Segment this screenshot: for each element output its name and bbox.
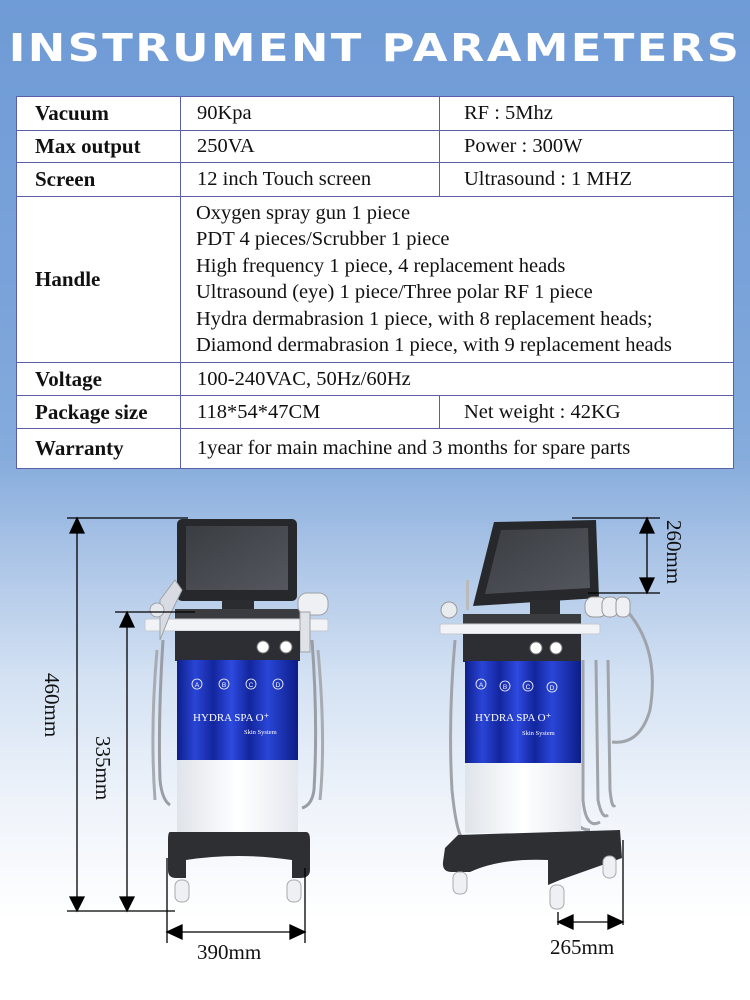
front-dimension-lines [67,516,307,943]
side-machine-illustration: A B C D HYDRA SPA O⁺ Skin System [439,520,654,910]
value-screen: 12 inch Touch screen [180,162,440,197]
side-panel-subtitle: Skin System [522,730,555,737]
front-height-total-label: 460mm [40,673,64,738]
front-machine-illustration: A B C D HYDRA SPA O⁺ Skin System [144,519,329,903]
table-row-screen: Screen 12 inch Touch screen Ultrasound :… [16,162,734,197]
label-vacuum: Vacuum [16,96,181,131]
value-power: Power : 300W [439,130,734,163]
value-voltage: 100-240VAC, 50Hz/60Hz [180,362,734,396]
handle-line: PDT 4 pieces/Scrubber 1 piece [196,228,450,250]
panel-button-b: B [222,682,226,689]
panel-button-a: A [195,682,200,689]
label-screen: Screen [16,162,181,197]
front-width-label: 390mm [197,940,262,964]
side-panel-button-a: A [479,682,484,689]
value-ultrasound: Ultrasound : 1 MHZ [439,162,734,197]
table-row-handle: Handle Oxygen spray gun 1 piece PDT 4 pi… [16,196,734,363]
panel-brand: HYDRA SPA O⁺ [193,712,270,724]
value-handle: Oxygen spray gun 1 piece PDT 4 pieces/Sc… [180,196,734,363]
table-row-warranty: Warranty 1year for main machine and 3 mo… [16,428,734,469]
handle-line: Oxygen spray gun 1 piece [196,201,411,224]
label-handle: Handle [16,196,181,363]
table-row-voltage: Voltage 100-240VAC, 50Hz/60Hz [16,362,734,396]
side-panel-brand: HYDRA SPA O⁺ [475,712,552,724]
table-row-vacuum: Vacuum 90Kpa RF : 5Mhz [16,96,734,131]
panel-subtitle: Skin System [244,729,277,736]
label-package-size: Package size [16,395,181,429]
handle-line: Diamond dermabrasion 1 piece, with 9 rep… [196,334,672,356]
handle-line: Ultrasound (eye) 1 piece/Three polar RF … [196,281,593,303]
handle-line: High frequency 1 piece, 4 replacement he… [196,254,566,277]
label-voltage: Voltage [16,362,181,396]
side-dimension-lines [556,516,660,931]
label-warranty: Warranty [16,428,181,469]
side-screen-height-label: 260mm [662,520,686,585]
value-warranty: 1year for main machine and 3 months for … [180,428,734,469]
spec-table: Vacuum 90Kpa RF : 5Mhz Max output 250VA … [16,96,734,469]
side-panel-button-c: C [526,684,531,691]
table-row-max-output: Max output 250VA Power : 300W [16,130,734,163]
side-panel-button-b: B [503,684,507,691]
table-row-package-size: Package size 118*54*47CM Net weight : 42… [16,395,734,429]
front-height-body-label: 335mm [91,736,115,801]
page-title: INSTRUMENT PARAMETERS [8,26,742,70]
handle-line: Hydra dermabrasion 1 piece, with 8 repla… [196,307,653,330]
panel-button-c: C [249,682,254,689]
side-depth-label: 265mm [550,935,615,959]
panel-button-d: D [276,682,281,689]
side-panel-button-d: D [550,685,555,692]
